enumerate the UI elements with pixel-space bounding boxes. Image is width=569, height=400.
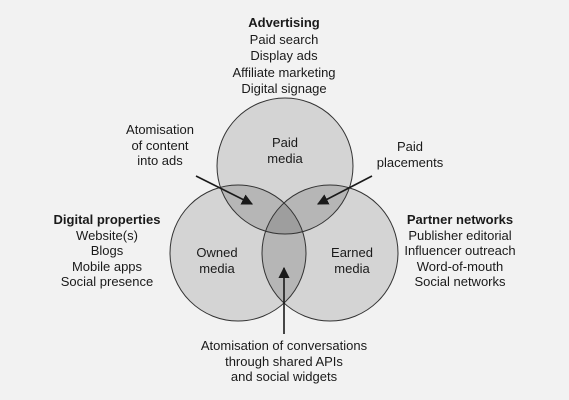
partner-networks-item: Publisher editorial <box>408 227 512 243</box>
partner-networks-group: Partner networks Publisher editorial Inf… <box>395 212 525 290</box>
digital-properties-group: Digital properties Website(s) Blogs Mobi… <box>42 212 172 290</box>
earned-media-label: Earned media <box>312 245 392 277</box>
owned-media-outline <box>169 184 307 322</box>
arrow-paid-earned <box>317 175 373 205</box>
advertising-item: Paid search <box>249 31 319 47</box>
annotation-owned-earned: Atomisation of conversations through sha… <box>184 338 384 385</box>
earned-media-label-line2: media <box>334 261 370 276</box>
partner-networks-heading: Partner networks <box>406 212 514 227</box>
partner-networks-item: Influencer outreach <box>404 243 516 258</box>
partner-networks-item: Word-of-mouth <box>416 258 504 274</box>
annotation-paid-earned: Paid placements <box>360 139 460 170</box>
owned-media-label-line1: Owned <box>196 245 238 260</box>
annotation-owned-earned-line: through shared APIs <box>225 353 343 369</box>
digital-properties-heading: Digital properties <box>53 212 161 227</box>
advertising-item: Display ads <box>250 48 318 63</box>
advertising-group: Advertising Paid search Display ads Affi… <box>214 15 354 98</box>
paid-media-label-line1: Paid <box>271 135 299 150</box>
annotation-owned-earned-line: Atomisation of conversations <box>200 338 368 353</box>
earned-media-label-line1: Earned <box>331 245 373 260</box>
paid-media-outline <box>216 97 354 235</box>
advertising-item: Digital signage <box>241 81 327 96</box>
digital-properties-item: Social presence <box>60 274 154 289</box>
annotation-paid-earned-line: placements <box>376 154 444 170</box>
annotation-paid-owned-line: Atomisation <box>126 122 194 137</box>
earned-media-outline <box>261 184 399 322</box>
digital-properties-item: Blogs <box>90 243 124 258</box>
arrow-paid-owned <box>195 175 254 205</box>
annotation-paid-earned-line: Paid <box>396 139 424 154</box>
partner-networks-item: Social networks <box>414 274 506 289</box>
annotation-paid-owned-line: into ads <box>137 153 183 168</box>
annotation-owned-earned-line: and social widgets <box>230 369 338 384</box>
advertising-item: Affiliate marketing <box>232 64 336 80</box>
owned-media-label: Owned media <box>177 245 257 277</box>
center-overlap <box>262 185 306 234</box>
advertising-heading: Advertising <box>248 15 320 30</box>
owned-media-label-line2: media <box>199 261 235 276</box>
paid-media-label: Paid media <box>245 135 325 167</box>
annotation-paid-owned-line: of content <box>131 137 189 153</box>
digital-properties-item: Website(s) <box>76 227 138 243</box>
digital-properties-item: Mobile apps <box>71 258 143 274</box>
annotation-paid-owned: Atomisation of content into ads <box>100 122 220 169</box>
paid-media-label-line2: media <box>267 151 303 166</box>
